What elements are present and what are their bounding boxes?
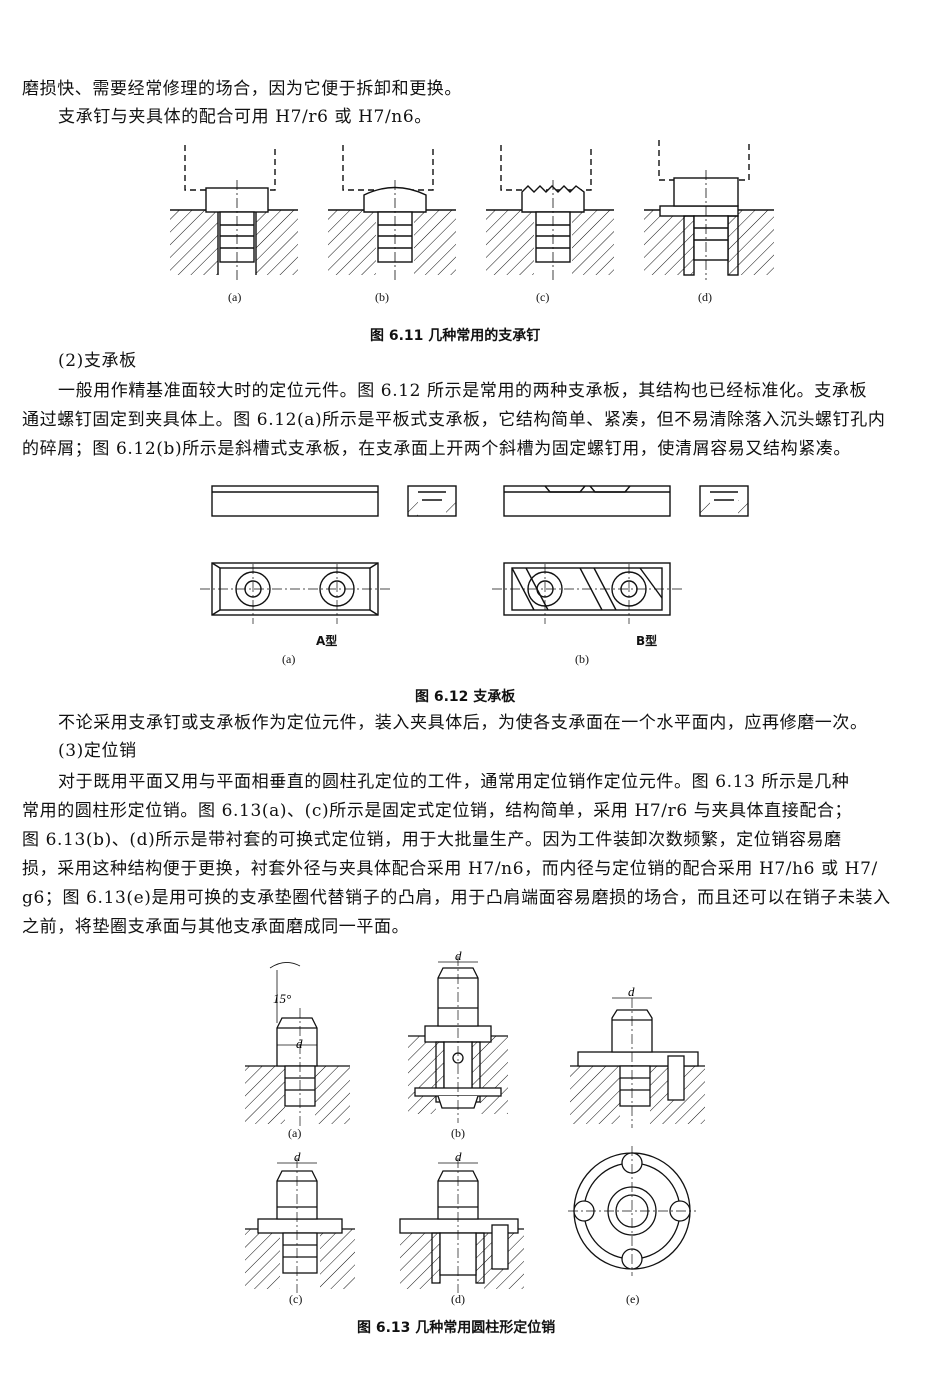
section-3-para-5: g6；图 6.13(e)是用可换的支承垫圈代替销子的凸肩，用于凸肩端面容易磨损的… <box>22 888 891 908</box>
plate-b-plan <box>492 562 684 624</box>
plate-a-side <box>407 485 457 517</box>
fig611-label-d: (d) <box>698 290 712 304</box>
plate-b-front <box>503 485 671 517</box>
section-3-para-2: 常用的圆柱形定位销。图 6.13(a)、(c)所示是固定式定位销，结构简单，采用… <box>22 801 853 821</box>
support-pin-d <box>644 140 774 280</box>
plate-a-front <box>211 485 379 517</box>
figure-6-12-caption: 图 6.12 支承板 <box>415 689 516 705</box>
angle-label: 15° <box>273 991 291 1006</box>
figure-6-12 <box>200 485 749 624</box>
section-2-heading: (2)支承板 <box>58 351 137 371</box>
section-3-para-4: 损，采用这种结构便于更换，衬套外径与夹具体配合采用 H7/n6，而内径与定位销的… <box>22 859 878 879</box>
fig611-label-c: (c) <box>536 290 550 304</box>
figure-6-11-caption: 图 6.11 几种常用的支承钉 <box>370 328 541 344</box>
locating-washer-e <box>568 1146 696 1276</box>
fig611-label-a: (a) <box>228 290 242 304</box>
figure-6-11 <box>170 140 774 280</box>
locating-pin-a <box>245 962 350 1128</box>
section-2-para-2: 通过螺钉固定到夹具体上。图 6.12(a)所示是平板式支承板，它结构简单、紧凑，… <box>22 410 886 430</box>
section-3-para-6: 之前，将垫圈支承面与其他支承面磨成同一平面。 <box>22 917 410 937</box>
dim-d-b: d <box>455 948 462 963</box>
locating-pin-b <box>408 956 508 1123</box>
section-3-pre: 不论采用支承钉或支承板作为定位元件，装入夹具体后，为使各支承面在一个水平面内，应… <box>58 713 868 733</box>
section-3-heading: (3)定位销 <box>58 741 137 761</box>
intro-line-1: 磨损快、需要经常修理的场合，因为它便于拆卸和更换。 <box>22 79 462 99</box>
section-2-para-1: 一般用作精基准面较大时的定位元件。图 6.12 所示是常用的两种支承板，其结构也… <box>58 381 868 401</box>
dim-d-d: d <box>455 1149 462 1164</box>
section-3-para-1: 对于既用平面又用与平面相垂直的圆柱孔定位的工件，通常用定位销作定位元件。图 6.… <box>58 772 850 792</box>
fig613-label-e: (e) <box>626 1292 640 1306</box>
figure-6-13-caption: 图 6.13 几种常用圆柱形定位销 <box>357 1320 556 1336</box>
fig613-label-c: (c) <box>289 1292 303 1306</box>
locating-pin-c <box>570 997 705 1128</box>
section-3-para-3: 图 6.13(b)、(d)所示是带衬套的可换式定位销，用于大批量生产。因为工件装… <box>22 830 842 850</box>
dim-d-a: d <box>296 1036 303 1051</box>
locating-pin-d <box>399 1158 524 1293</box>
dim-d-c2: d <box>294 1149 301 1164</box>
figure-6-13: 15° d d d d d <box>245 948 705 1293</box>
support-pin-c <box>486 145 614 280</box>
plate-type-b: B型 <box>636 634 658 648</box>
fig612-label-b: (b) <box>575 652 589 666</box>
plate-b-side <box>699 485 749 517</box>
support-pin-a <box>170 145 298 280</box>
fig613-label-d: (d) <box>451 1292 465 1306</box>
plate-a-plan <box>200 562 392 624</box>
section-2-para-3: 的碎屑；图 6.12(b)所示是斜槽式支承板，在支承面上开两个斜槽为固定螺钉用，… <box>22 439 851 459</box>
locating-pin-c2 <box>245 1158 355 1293</box>
intro-line-2: 支承钉与夹具体的配合可用 H7/r6 或 H7/n6。 <box>58 107 432 127</box>
support-pin-b <box>328 145 456 280</box>
fig613-label-b: (b) <box>451 1126 465 1140</box>
plate-type-a: A型 <box>316 634 338 648</box>
fig613-label-a: (a) <box>288 1126 302 1140</box>
fig612-label-a: (a) <box>282 652 296 666</box>
fig611-label-b: (b) <box>375 290 389 304</box>
dim-d-c: d <box>628 984 635 999</box>
